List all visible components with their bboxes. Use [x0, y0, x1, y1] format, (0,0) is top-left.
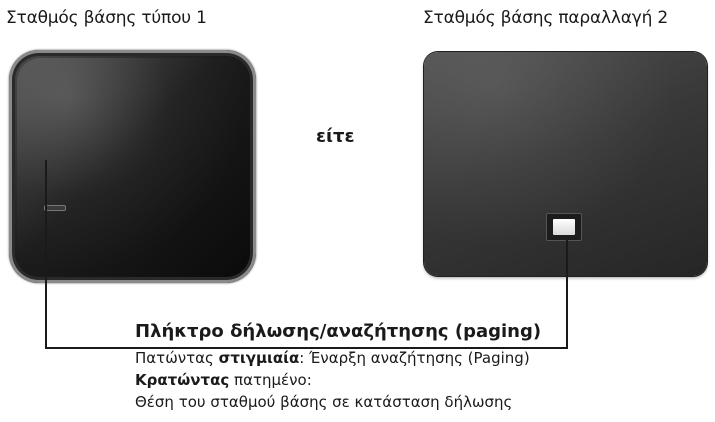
key-title: Πλήκτρο δήλωσης/αναζήτησης (paging)	[135, 321, 542, 342]
base-type1-caption: Σταθμός βάσης τύπου 1	[6, 8, 207, 28]
long-press-description: Κρατώντας πατημένο:	[135, 371, 312, 389]
base-variant2-caption: Σταθμός βάσης παραλλαγή 2	[423, 8, 668, 28]
short-press-description: Πατώντας στιγμιαία: Έναρξη αναζήτησης (P…	[135, 349, 530, 367]
callout-line-right	[566, 236, 568, 349]
either-label: είτε	[316, 126, 355, 147]
callout-line-horizontal	[45, 347, 568, 349]
callout-line-left	[45, 160, 47, 349]
registration-paging-key-type1	[44, 205, 66, 211]
base-station-variant2-image	[424, 52, 707, 276]
registration-mode-description: Θέση του σταθμού βάσης σε κατάσταση δήλω…	[135, 393, 513, 411]
registration-paging-key-variant2	[546, 213, 582, 241]
base-station-type1-image	[9, 50, 256, 283]
